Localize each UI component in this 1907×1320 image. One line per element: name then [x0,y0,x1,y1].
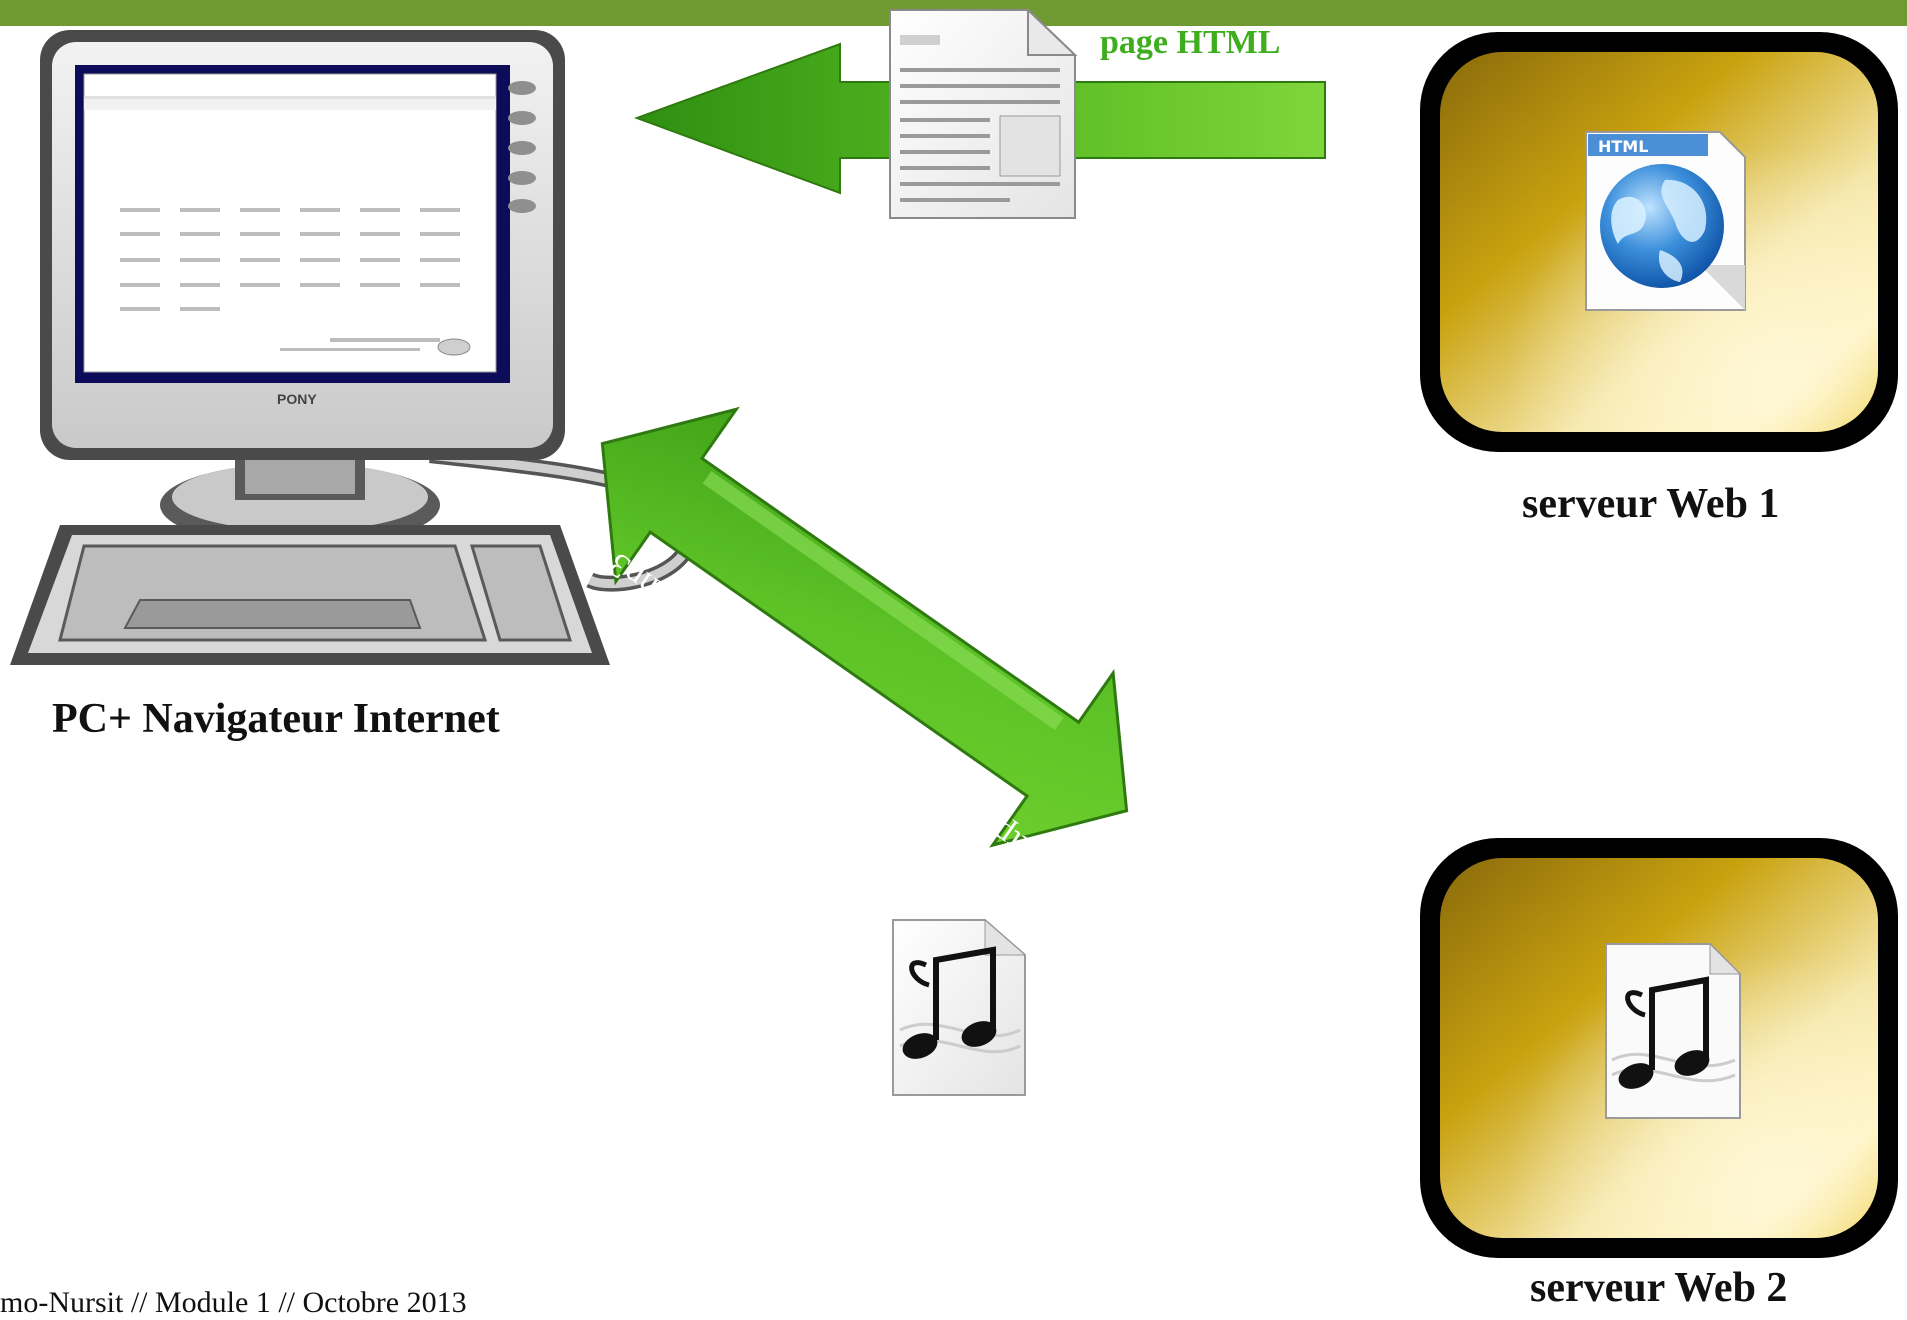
downloaded-music-file-icon [892,918,1027,1096]
request-arrow [600,406,1129,848]
document-icon [889,7,1078,219]
music-file-icon [1605,942,1742,1119]
server-2-label: serveur Web 2 [1530,1265,1788,1311]
page-html-label: page HTML [1100,24,1281,61]
html-file-label: HTML [1598,137,1648,156]
pc-label: PC+ Navigateur Internet [52,696,500,742]
monitor-brand: PONY [277,391,317,407]
footer-text: mo-Nursit // Module 1 // Octobre 2013 [0,1286,467,1319]
computer-icon [10,30,699,665]
server-1-label: serveur Web 1 [1522,481,1780,527]
html-file-icon: HTML [1585,131,1746,311]
